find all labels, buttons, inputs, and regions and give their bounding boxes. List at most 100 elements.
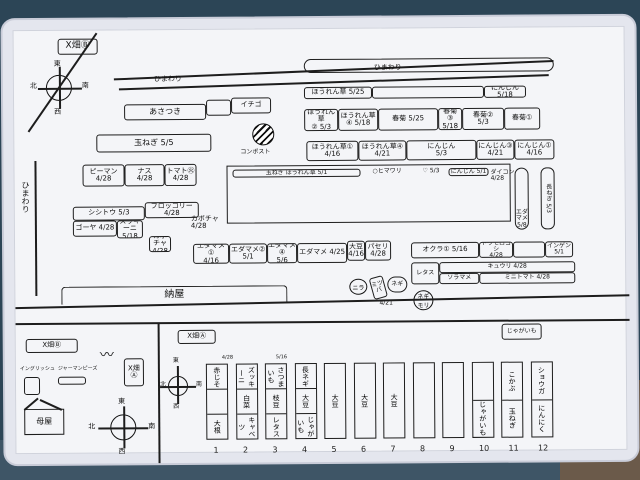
- compass-n: 東: [118, 397, 126, 406]
- compass-e: 南: [81, 81, 89, 90]
- compass-n: 東: [53, 59, 61, 68]
- field-a-bed-3: さつまいも枝豆レタス: [264, 363, 288, 440]
- bed-carrot: にんじん 5/18: [483, 85, 527, 98]
- whiteboard-frame: X畑Ⓑ 東 南 西 北 ひまわり ひまわり ひまわり あさつき イチゴ 玉ねぎ …: [0, 13, 640, 467]
- field-a-bed-8: [412, 362, 435, 439]
- bed: ほうれん草① 4/16: [306, 140, 359, 162]
- bed: にんじん① 4/16: [514, 139, 555, 160]
- bed-cell: 白菜: [236, 389, 257, 415]
- field-a-bed-6: 大豆: [353, 362, 376, 439]
- compass-w: 北: [88, 422, 96, 431]
- bed: 大豆 4/16: [347, 240, 366, 261]
- bed-cell: 枝豆: [266, 389, 287, 415]
- small-bed-circle: ニラ: [349, 278, 368, 295]
- stream-icon: 〰: [99, 347, 114, 364]
- date-label: ♡ 5/3: [422, 167, 440, 175]
- bed-number: 12: [537, 443, 549, 453]
- compass-e: 南: [148, 422, 156, 431]
- bed-cell: じゃがいも: [478, 401, 487, 437]
- compass-s: 西: [54, 107, 62, 116]
- bed-english: [23, 376, 41, 396]
- sunflower-label: ○ヒマワリ: [372, 167, 402, 175]
- bed-cell: レタス: [272, 415, 281, 437]
- bed-potato-top: じゃがいも: [501, 323, 542, 340]
- bed-cell: 大根: [213, 419, 222, 434]
- house: 母屋: [24, 408, 65, 436]
- bed-empty: [513, 241, 546, 258]
- bed-empty: [206, 99, 232, 116]
- whiteboard: X畑Ⓑ 東 南 西 北 ひまわり ひまわり ひまわり あさつき イチゴ 玉ねぎ …: [12, 25, 630, 464]
- bed-cell: 大豆: [295, 389, 316, 415]
- bed-cell: [207, 389, 228, 415]
- bed-edamame-vertical: エダマメ 5/8: [514, 167, 529, 230]
- small-bed: ネギ: [387, 276, 408, 293]
- field-a-bed-11: こかぶ玉ねぎ: [500, 361, 524, 438]
- field-a-bed-2: ズッキーニ白菜キャベツ: [235, 363, 258, 440]
- bed-corn: トウモロコシ 4/28: [479, 241, 514, 258]
- bed-spinach: ほうれん草 5/25: [303, 86, 373, 100]
- bed-cell: にんにく: [537, 404, 546, 433]
- field-a-bed-9: [441, 361, 465, 439]
- bed-cell: 赤じそ: [206, 364, 228, 390]
- compass-w: 北: [29, 81, 37, 91]
- bed-number: 2: [242, 445, 249, 455]
- bed-cell: 大豆: [390, 393, 399, 408]
- bed-cell: じゃがいも: [296, 415, 315, 437]
- field-a-label: X畑Ⓐ: [177, 329, 216, 344]
- date-label: 4/21: [379, 299, 393, 307]
- bed-strawberry: イチゴ: [231, 97, 272, 114]
- bed-number: 4: [301, 445, 308, 455]
- german-label: ジャーマンピーズ: [57, 365, 98, 372]
- bed-empty: [371, 85, 485, 99]
- compass-n: 東: [172, 356, 179, 365]
- english-label: イングリッシュ: [19, 365, 55, 373]
- bed-pumpkin: カボチャ 4/28: [148, 236, 172, 253]
- bed: エダマメ 4/25: [297, 242, 348, 264]
- bed-number: 3: [272, 445, 278, 455]
- bed: にんじん③ 4/21: [476, 139, 515, 160]
- bed-shishito: シシトウ 5/3: [72, 206, 145, 221]
- circle-bed: ネギ モリ: [413, 290, 434, 311]
- bed-german: [57, 376, 87, 385]
- field-a-bed-7: 大豆: [382, 362, 406, 439]
- bed: 春菊② 5/3: [462, 107, 505, 131]
- bed: ほうれん草④ 4/21: [358, 140, 407, 161]
- bed-number: 1: [213, 445, 219, 455]
- bed: ほうれん草 ② 5/3: [304, 108, 339, 132]
- bed: エダマメ① 4/16: [193, 243, 230, 264]
- field-b-label: X畑Ⓑ: [25, 338, 78, 354]
- bed: にんじん 5/3: [406, 139, 477, 161]
- road-label: ひまわり: [20, 181, 31, 214]
- bed-leek-vertical: 長ねぎ 5/3: [540, 167, 555, 230]
- label-pumpkin: カボチャ 4/28: [190, 214, 219, 231]
- bed-number: 11: [508, 443, 519, 453]
- date-label: 5/16: [275, 354, 288, 361]
- field-a-bed-12: ショウガにんにく: [530, 361, 553, 438]
- bed-number: 9: [449, 444, 455, 454]
- compass-e: 南: [195, 380, 203, 388]
- bed-pepper: ピーマン 4/28: [82, 164, 125, 187]
- bed-number: 5: [331, 444, 337, 454]
- bed-minitomato: ミニトマト 4/28: [479, 272, 576, 284]
- field-a-bed-10: じゃがいも: [471, 361, 494, 438]
- bed-cell: こかぶ: [501, 362, 523, 401]
- bed: エダマメ④ 5/6: [267, 243, 298, 264]
- bed-cell: [472, 362, 493, 401]
- bed-okra: オクラ① 5/16: [411, 241, 480, 259]
- bed: パセリ 4/28: [365, 240, 392, 261]
- bed-cell: 長ネギ: [295, 364, 316, 390]
- bed-broadbean: ソラマメ: [439, 272, 480, 285]
- bed: ほうれん草 ④ 5/18: [338, 108, 379, 131]
- bed-number: 7: [390, 444, 396, 454]
- date-label: 4/28: [221, 354, 234, 361]
- compass-s: 西: [118, 447, 126, 456]
- compost-icon: [252, 123, 275, 146]
- bed-eggplant: ナス 4/28: [124, 164, 165, 187]
- field-a-bed-1: 赤じそ大根: [205, 363, 229, 440]
- bed: 春菊①: [504, 107, 541, 130]
- compost-label: コンポスト: [240, 148, 271, 156]
- bed-number: 8: [419, 444, 426, 454]
- bed: 春菊 5/25: [378, 108, 439, 131]
- bed-cell: ズッキーニ: [236, 364, 257, 390]
